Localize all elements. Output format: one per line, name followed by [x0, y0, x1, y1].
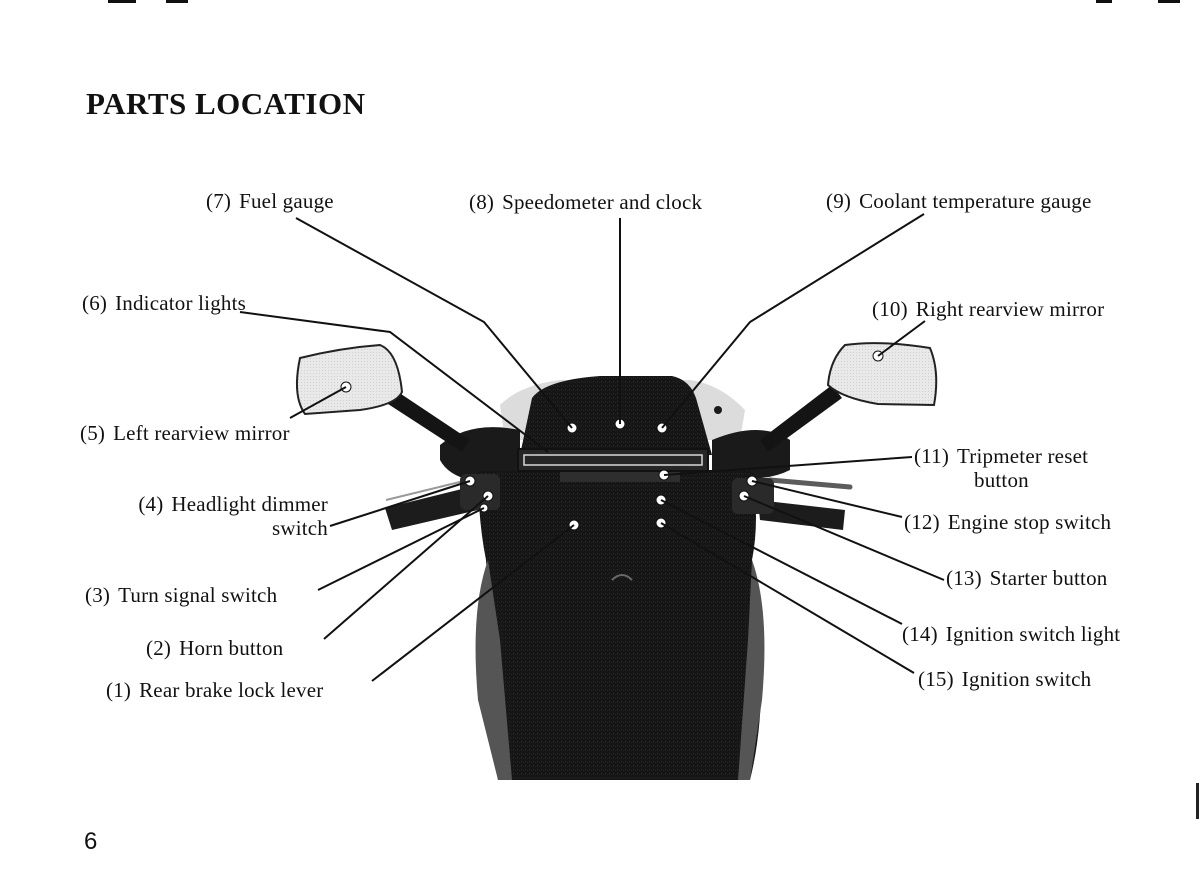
- callout-number: (7): [206, 189, 232, 213]
- callout-label: Starter button: [989, 566, 1108, 590]
- callout-headlight-dimmer-switch: (4) Headlight dimmer switch: [94, 492, 328, 540]
- callout-engine-stop-switch: (12) Engine stop switch: [904, 510, 1111, 534]
- callout-horn-button: (2) Horn button: [146, 636, 283, 660]
- callout-label: Turn signal switch: [118, 583, 278, 607]
- callout-starter-button: (13) Starter button: [946, 566, 1108, 590]
- right-rearview-mirror: [760, 342, 938, 452]
- callout-number: (15): [918, 667, 954, 691]
- callout-fuel-gauge: (7) Fuel gauge: [206, 189, 334, 213]
- callout-number: (8): [469, 190, 495, 214]
- callout-label-line2: button: [974, 468, 1029, 492]
- page-number: 6: [84, 828, 98, 855]
- callout-label: Ignition switch: [961, 667, 1092, 691]
- callout-number: (13): [946, 566, 982, 590]
- indicator-lights-panel: [517, 448, 709, 472]
- top-edge-rule: [1096, 0, 1112, 3]
- callout-speedometer-and-clock: (8) Speedometer and clock: [469, 190, 702, 214]
- callout-label: Headlight dimmer: [171, 492, 328, 516]
- callout-number: (11): [914, 444, 950, 468]
- callout-left-rearview-mirror: (5) Left rearview mirror: [80, 421, 290, 445]
- callout-indicator-lights: (6) Indicator lights: [82, 291, 246, 315]
- callout-label: Right rearview mirror: [915, 297, 1105, 321]
- callout-label: Left rearview mirror: [113, 421, 290, 445]
- callout-label: Engine stop switch: [947, 510, 1112, 534]
- leader-lines: [239, 213, 945, 682]
- callout-label: Indicator lights: [115, 291, 247, 315]
- callout-number: (14): [902, 622, 938, 646]
- callout-number: (9): [826, 189, 852, 213]
- callout-number: (4): [138, 492, 164, 516]
- callout-number: (10): [872, 297, 908, 321]
- callout-label: Speedometer and clock: [502, 190, 703, 214]
- callout-label: Coolant temperature gauge: [859, 189, 1092, 213]
- callout-label: Rear brake lock lever: [139, 678, 324, 702]
- callout-turn-signal-switch: (3) Turn signal switch: [85, 583, 277, 607]
- handlebars: [385, 474, 853, 530]
- indicator-lights-frame: [523, 454, 703, 466]
- callout-tripmeter-reset-button: (11) Tripmeter reset button: [914, 444, 1088, 492]
- motorcycle-body: [440, 376, 790, 780]
- callout-number: (3): [85, 583, 111, 607]
- callout-number: (12): [904, 510, 940, 534]
- callout-label: Fuel gauge: [239, 189, 334, 213]
- left-rearview-mirror: [295, 343, 470, 452]
- page-title: PARTS LOCATION: [86, 86, 366, 121]
- top-edge-rule: [166, 0, 188, 3]
- callout-label: Tripmeter reset: [957, 444, 1089, 468]
- callout-ignition-switch-light: (14) Ignition switch light: [902, 622, 1120, 646]
- callout-number: (2): [146, 636, 172, 660]
- top-edge-rule: [1158, 0, 1180, 3]
- callout-rear-brake-lock-lever: (1) Rear brake lock lever: [106, 678, 323, 702]
- callout-right-rearview-mirror: (10) Right rearview mirror: [872, 297, 1104, 321]
- callout-label: Ignition switch light: [945, 622, 1121, 646]
- callout-label-line2: switch: [271, 516, 328, 540]
- callout-number: (1): [106, 678, 132, 702]
- callout-number: (6): [82, 291, 108, 315]
- margin-mark: [1196, 783, 1199, 819]
- callout-coolant-temperature-gauge: (9) Coolant temperature gauge: [826, 189, 1092, 213]
- callout-ignition-switch: (15) Ignition switch: [918, 667, 1091, 691]
- callout-number: (5): [80, 421, 106, 445]
- top-edge-rule: [108, 0, 136, 3]
- callout-label: Horn button: [179, 636, 284, 660]
